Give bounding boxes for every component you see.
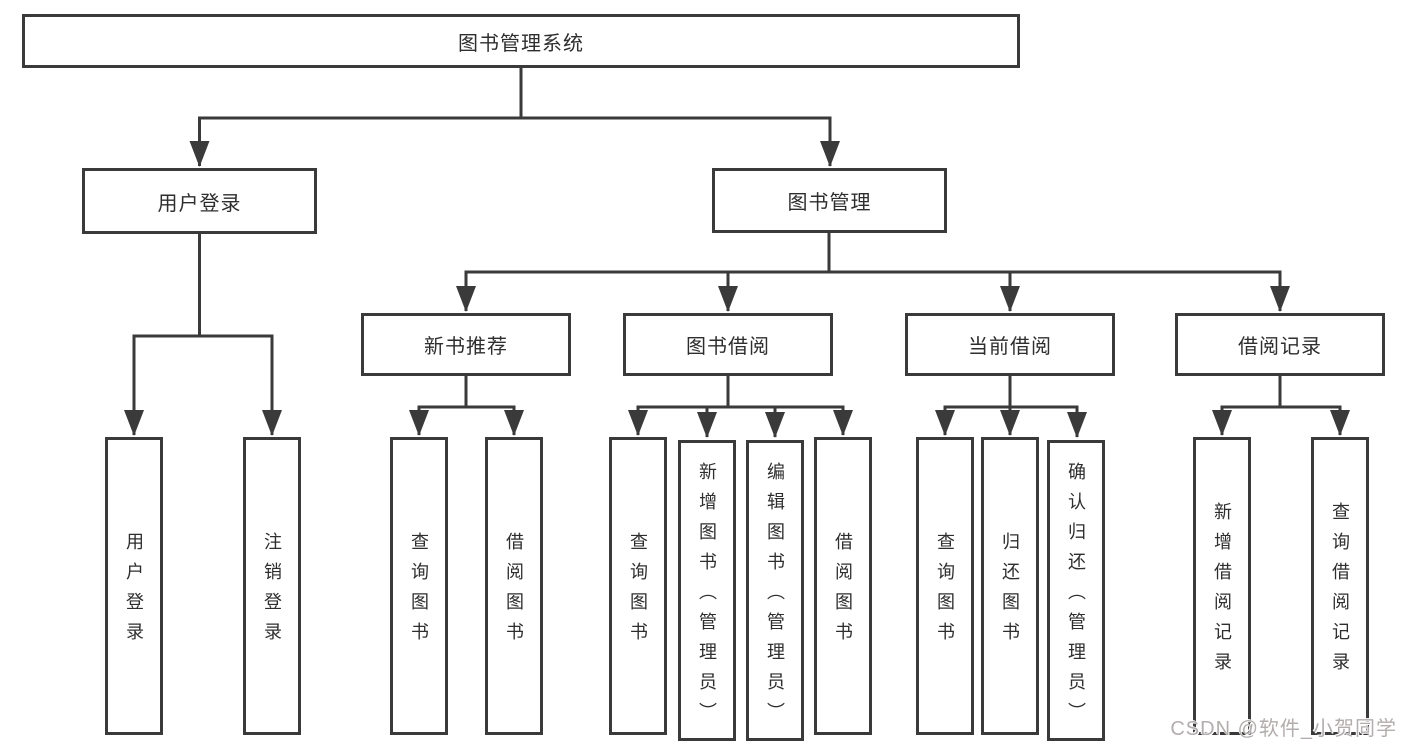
leaf-bb-query-books-label: 查询图书 (628, 532, 648, 652)
leaf-cb-confirm-return-admin-label: 确认归还（管理员） (1066, 461, 1086, 732)
node-user-login: 用户登录 (82, 168, 317, 234)
leaf-br-add-record: 新增借阅记录 (1193, 437, 1251, 735)
node-current-borrowing: 当前借阅 (905, 313, 1115, 376)
node-current-borrowing-label: 当前借阅 (968, 336, 1052, 358)
node-borrowing-records-label: 借阅记录 (1238, 336, 1322, 358)
node-user-login-label: 用户登录 (157, 192, 242, 215)
leaf-bb-borrow-books-label: 借阅图书 (833, 532, 853, 652)
node-borrowing-records: 借阅记录 (1175, 313, 1385, 376)
leaf-bb-add-books-admin: 新增图书（管理员） (678, 440, 736, 741)
leaf-br-query-record-label: 查询借阅记录 (1330, 502, 1350, 682)
leaf-nbr-borrow-books-label: 借阅图书 (504, 532, 524, 652)
leaf-nbr-borrow-books: 借阅图书 (485, 437, 543, 735)
leaf-user-login-label: 用户登录 (124, 532, 144, 652)
leaf-cb-confirm-return-admin: 确认归还（管理员） (1047, 440, 1105, 741)
node-new-book-recommend-label: 新书推荐 (424, 336, 508, 358)
leaf-cb-return-books: 归还图书 (981, 437, 1039, 735)
node-new-book-recommend: 新书推荐 (361, 313, 571, 376)
leaf-bb-edit-books-admin: 编辑图书（管理员） (746, 440, 804, 741)
leaf-logout: 注销登录 (243, 437, 301, 735)
leaf-bb-query-books: 查询图书 (609, 437, 667, 735)
leaf-logout-label: 注销登录 (262, 532, 282, 652)
node-book-borrowing-label: 图书借阅 (686, 336, 770, 358)
leaf-bb-edit-books-admin-label: 编辑图书（管理员） (765, 461, 785, 732)
leaf-br-add-record-label: 新增借阅记录 (1212, 502, 1232, 682)
leaf-nbr-query-books-label: 查询图书 (409, 532, 429, 652)
node-root: 图书管理系统 (22, 14, 1020, 68)
node-book-management: 图书管理 (712, 168, 947, 233)
node-book-management-label: 图书管理 (787, 192, 872, 214)
node-root-label: 图书管理系统 (458, 32, 584, 55)
leaf-nbr-query-books: 查询图书 (390, 437, 448, 735)
leaf-cb-query-books-label: 查询图书 (935, 532, 955, 652)
leaf-user-login: 用户登录 (105, 437, 163, 735)
leaf-cb-return-books-label: 归还图书 (1000, 532, 1020, 652)
csdn-watermark: CSDN @软件_小贺同学 (1170, 718, 1397, 740)
leaf-bb-add-books-admin-label: 新增图书（管理员） (697, 461, 717, 732)
leaf-bb-borrow-books: 借阅图书 (814, 437, 872, 735)
leaf-br-query-record: 查询借阅记录 (1311, 437, 1369, 735)
leaf-cb-query-books: 查询图书 (916, 437, 974, 735)
node-book-borrowing: 图书借阅 (623, 313, 833, 376)
